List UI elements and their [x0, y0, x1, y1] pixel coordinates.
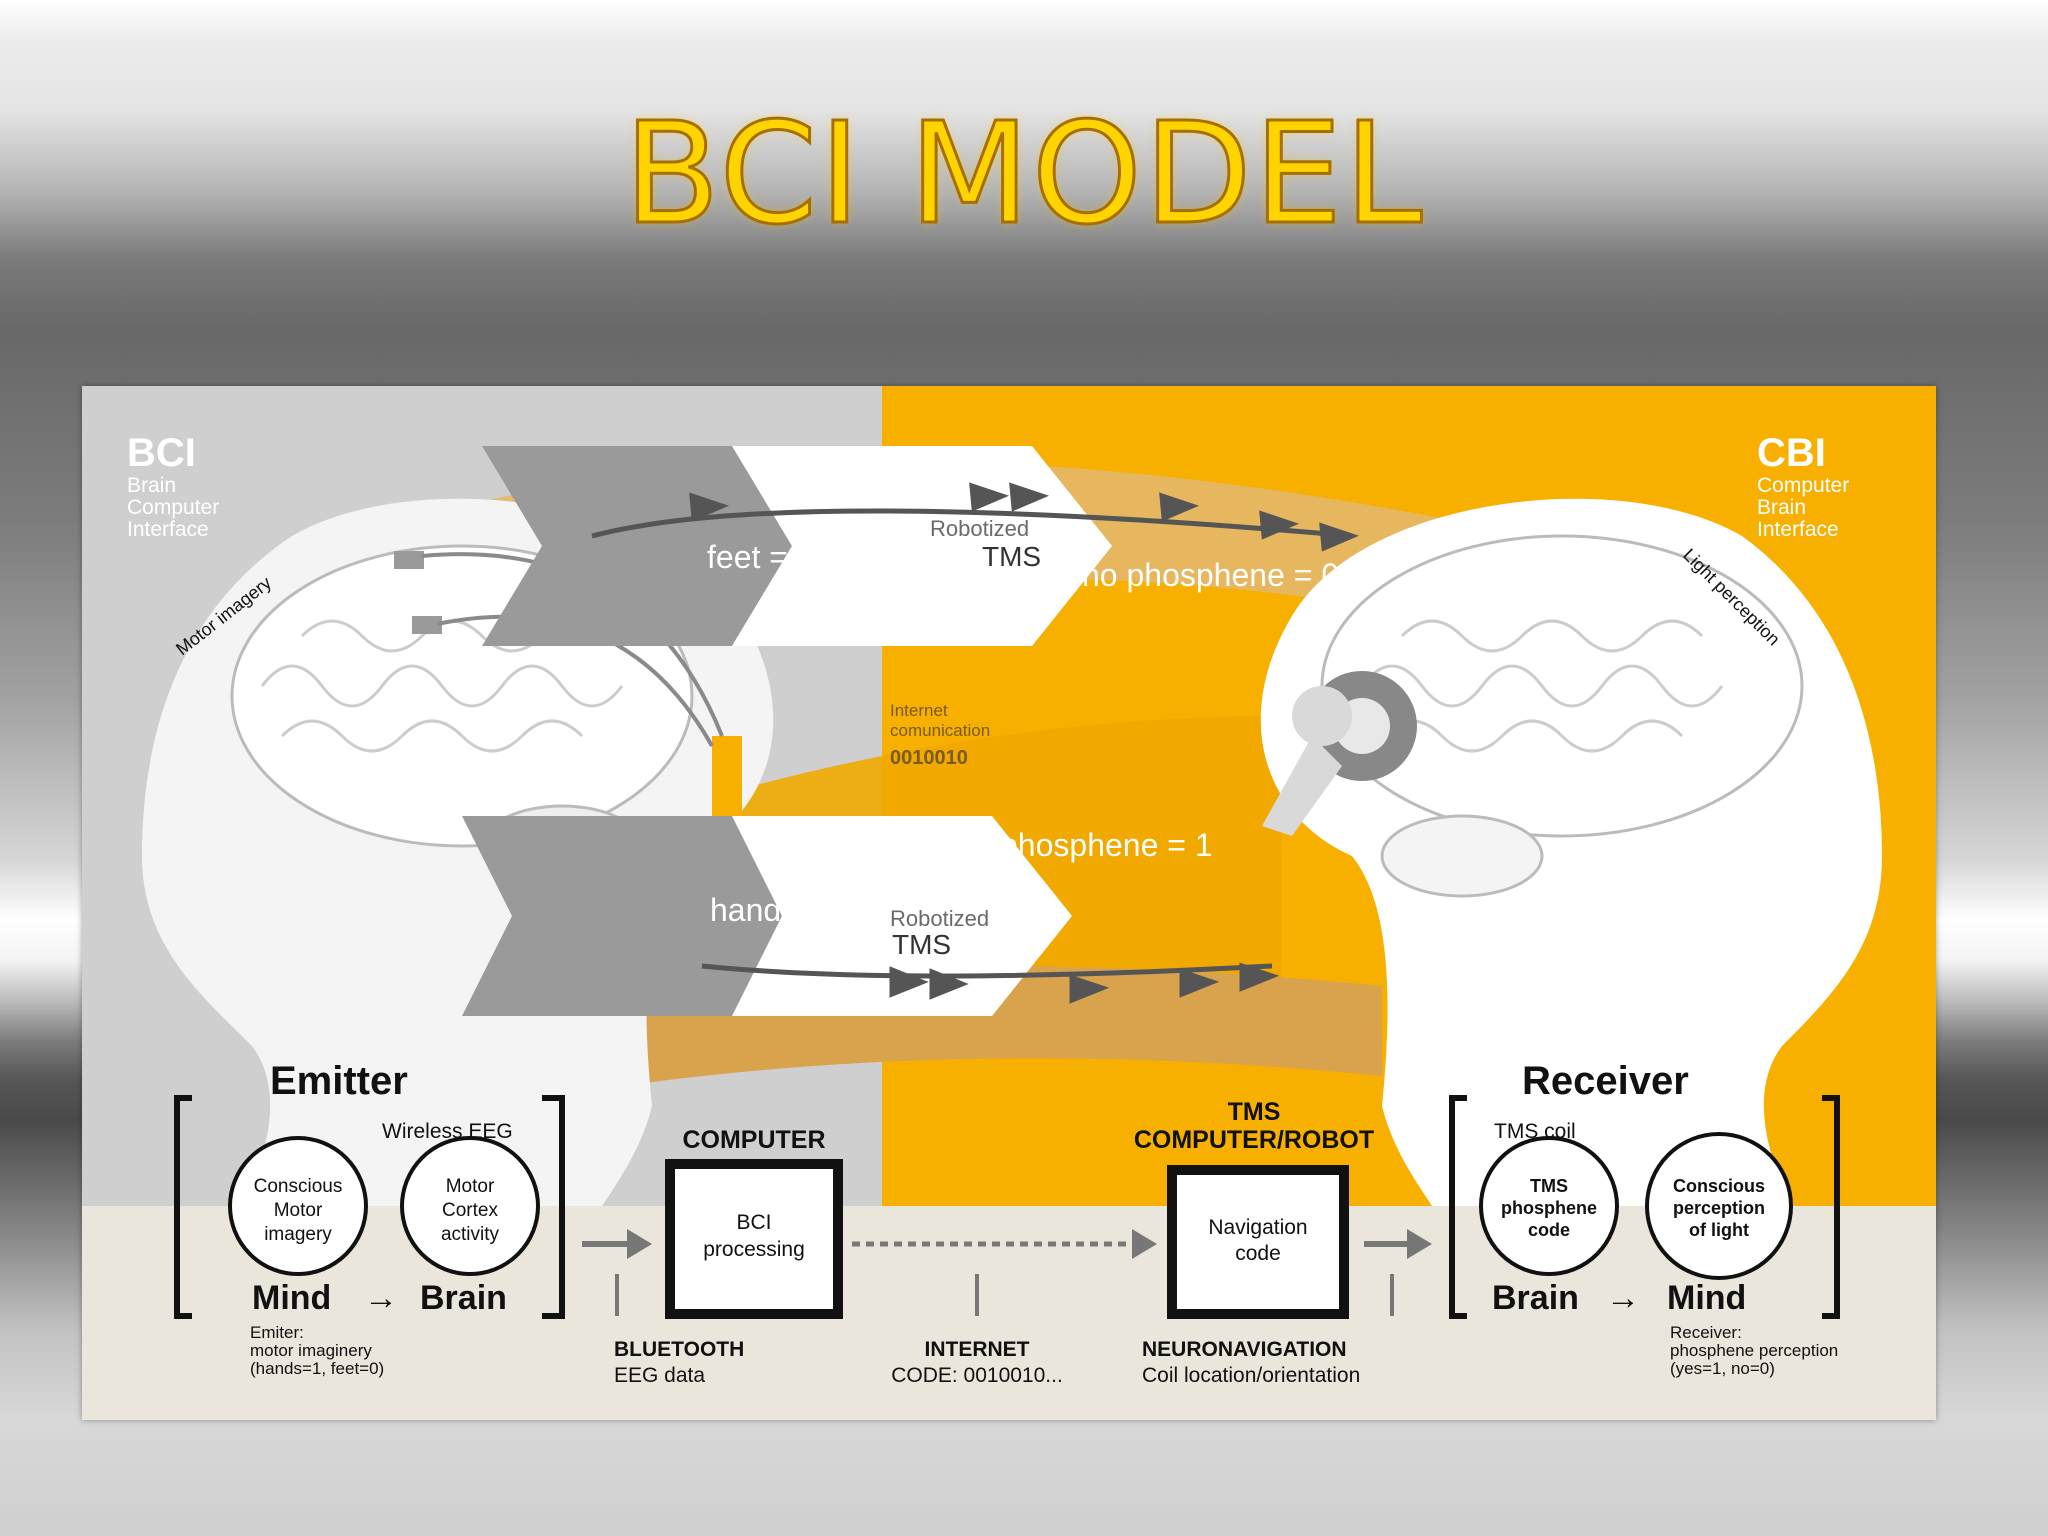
tms-heading: TMS	[1228, 1098, 1281, 1126]
internet-line1: Internet	[890, 701, 948, 720]
mind-label: Mind	[252, 1279, 331, 1317]
bci-diagram: BCI Brain Computer Interface CBI Compute…	[82, 386, 1936, 1420]
circle4-line3: of light	[1689, 1220, 1749, 1240]
cbi-line3: Interface	[1757, 518, 1839, 541]
cbi-line2: Brain	[1757, 496, 1806, 519]
no-phosphene-label: no phosphene = 0	[1082, 557, 1339, 593]
bci-processing-line1: BCI	[736, 1211, 771, 1234]
slide-title-reflection: BCI MODEL	[0, 148, 2048, 248]
mind-brain-arrow: →	[364, 1279, 398, 1317]
computer-heading: COMPUTER	[682, 1126, 825, 1154]
code-label: CODE: 0010010...	[891, 1364, 1063, 1387]
bci-diagram-svg: BCI Brain Computer Interface CBI Compute…	[82, 386, 1936, 1420]
brain-label: Brain	[420, 1279, 507, 1317]
hands-label: hands = 1	[710, 892, 851, 928]
coil-location-label: Coil location/orientation	[1142, 1364, 1360, 1387]
circle1-line1: Conscious	[254, 1176, 343, 1197]
feet-label: feet = 0	[707, 539, 815, 575]
robotized-top-label: Robotized	[930, 516, 1029, 541]
cbi-line1: Computer	[1757, 474, 1849, 497]
circle1-line2: Motor	[274, 1200, 323, 1221]
navigation-code-line2: code	[1235, 1242, 1281, 1265]
bci-processing-line2: processing	[703, 1238, 805, 1261]
brain-mind-arrow: →	[1606, 1279, 1640, 1317]
eeg-data-label: EEG data	[614, 1364, 705, 1387]
circle2-line1: Motor	[446, 1176, 495, 1197]
bci-line3: Interface	[127, 518, 209, 541]
bci-line1: Brain	[127, 474, 176, 497]
receiver-brain-label: Brain	[1492, 1279, 1579, 1317]
navigation-code-line1: Navigation	[1208, 1216, 1307, 1239]
internet-code: 0010010	[890, 747, 968, 769]
emitter-note-3: (hands=1, feet=0)	[250, 1359, 384, 1378]
phosphene-label: phosphene = 1	[1000, 827, 1213, 863]
tms-bottom-label: TMS	[892, 929, 951, 960]
circle3-line2: phosphene	[1501, 1198, 1597, 1218]
robotized-bottom-label: Robotized	[890, 906, 989, 931]
circle3-line3: code	[1528, 1220, 1570, 1240]
emitter-note-1: Emiter:	[250, 1323, 304, 1342]
wireless-eeg-label: Wireless EEG	[382, 1120, 513, 1143]
circle4-line1: Conscious	[1673, 1176, 1765, 1196]
receiver-note-3: (yes=1, no=0)	[1670, 1359, 1775, 1378]
circle2-line2: Cortex	[442, 1200, 498, 1221]
tms-top-label: TMS	[982, 541, 1041, 572]
neuronavigation-label: NEURONAVIGATION	[1142, 1338, 1347, 1361]
bci-line2: Computer	[127, 496, 219, 519]
eeg-electrode-1	[394, 551, 424, 569]
circle3-line1: TMS	[1530, 1176, 1568, 1196]
emitter-heading: Emitter	[270, 1059, 408, 1103]
receiver-note-2: phosphene perception	[1670, 1341, 1838, 1360]
bluetooth-label: BLUETOOTH	[614, 1338, 744, 1361]
internet-label: INTERNET	[925, 1338, 1030, 1361]
internet-line2: comunication	[890, 721, 990, 740]
emitter-note-2: motor imaginery	[250, 1341, 372, 1360]
bci-abbr: BCI	[127, 431, 196, 475]
cbi-abbr: CBI	[1757, 431, 1826, 475]
receiver-mind-label: Mind	[1667, 1279, 1746, 1317]
receiver-note-1: Receiver:	[1670, 1323, 1742, 1342]
receiver-heading: Receiver	[1522, 1059, 1689, 1103]
circle2-line3: activity	[441, 1224, 500, 1245]
computer-robot-heading: COMPUTER/ROBOT	[1134, 1126, 1374, 1154]
circle4-line2: perception	[1673, 1198, 1765, 1218]
circle1-line3: imagery	[264, 1224, 332, 1245]
